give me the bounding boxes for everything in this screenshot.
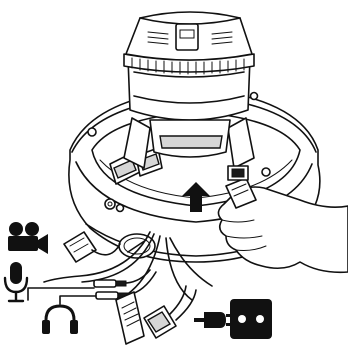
microphone-icon <box>5 262 27 301</box>
audio-connectors <box>94 270 156 299</box>
power-connector <box>144 286 196 338</box>
power-plug-icon <box>194 312 234 328</box>
camera-module <box>124 12 254 168</box>
cable-hole-cover <box>119 234 155 258</box>
video-camera-icon <box>8 222 48 254</box>
cable-label-tag <box>116 292 144 344</box>
headphones-icon <box>42 306 78 334</box>
legend-leader-lines <box>28 288 96 304</box>
wall-outlet-icon <box>230 299 272 339</box>
